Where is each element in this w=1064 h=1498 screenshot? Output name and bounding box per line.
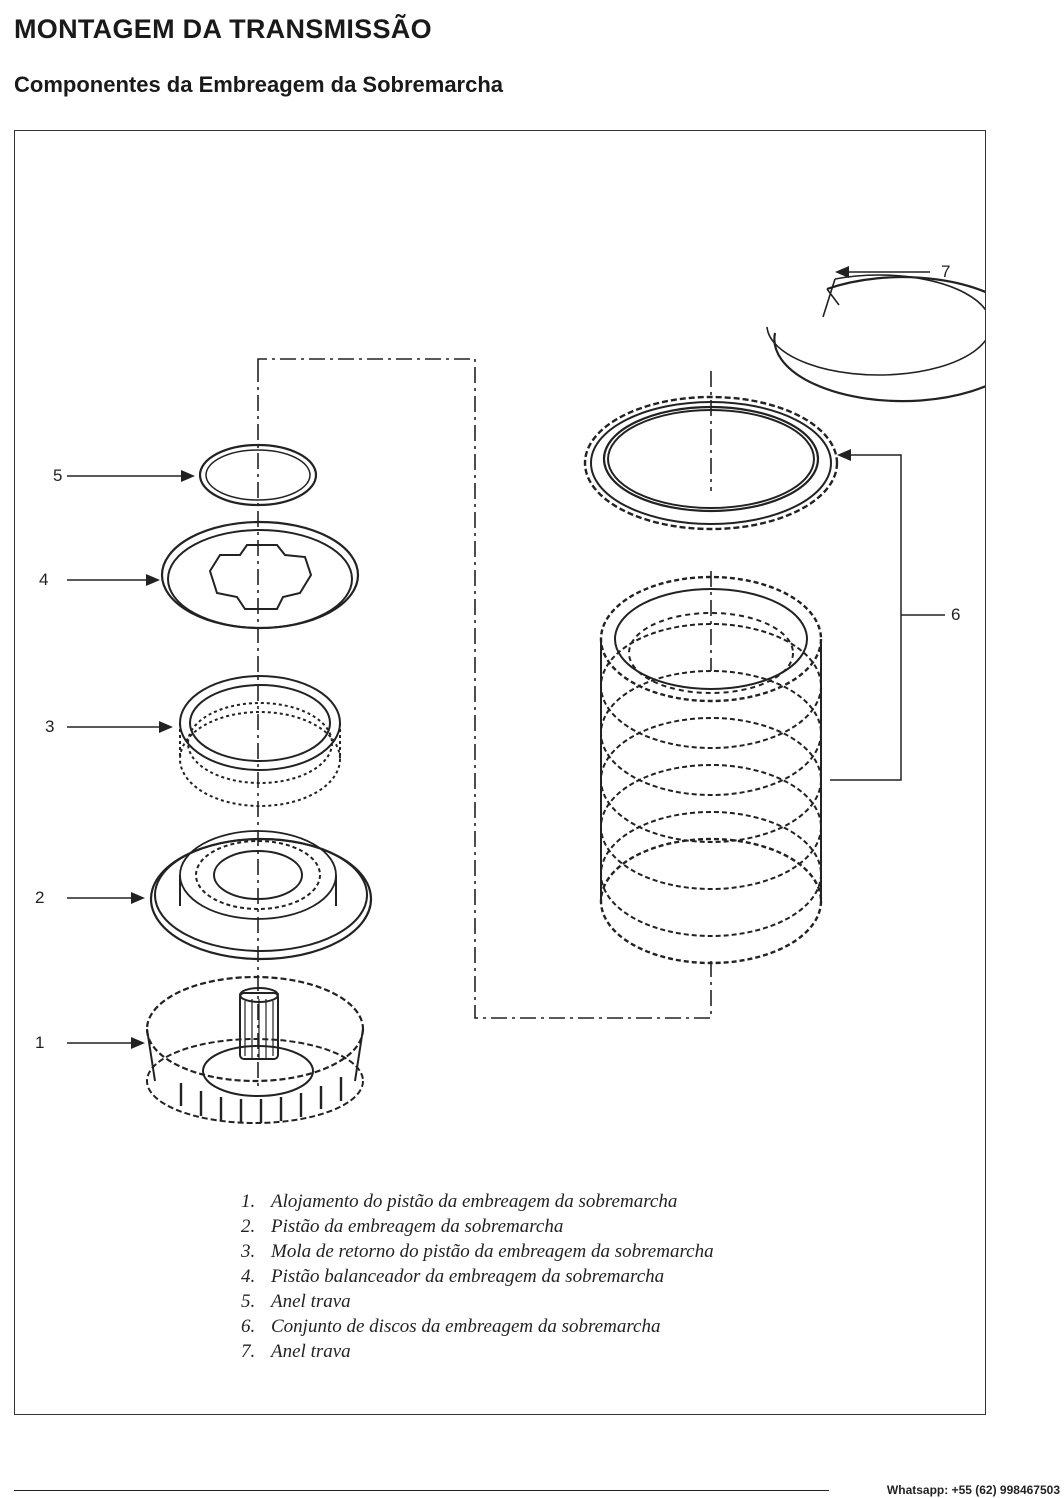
legend-item-number: 3. [241, 1241, 256, 1262]
exploded-view-diagram [67, 266, 985, 1124]
legend-item-text: Conjunto de discos da embreagem da sobre… [271, 1316, 661, 1337]
balance-piston-4 [160, 520, 360, 630]
footer-contact: Whatsapp: +55 (62) 998467503 [886, 1483, 1060, 1497]
legend-item-text: Anel trava [271, 1341, 351, 1362]
callout-3: 3 [45, 717, 55, 736]
section-subtitle: Componentes da Embreagem da Sobremarcha [14, 72, 504, 97]
legend-item: 7. Anel trava [241, 1339, 714, 1364]
callout-1: 1 [35, 1033, 45, 1052]
callout-2: 2 [35, 888, 45, 907]
dash-connector-line [257, 358, 712, 1019]
callout-5: 5 [53, 466, 63, 485]
legend-item: 5. Anel trava [241, 1289, 714, 1314]
leader-lines [67, 271, 945, 1044]
arrow-heads [131, 266, 851, 1049]
callout-7: 7 [941, 262, 951, 281]
legend-item: 1. Alojamento do pistão da embreagem da s… [241, 1189, 714, 1214]
clutch-disc-stack [599, 575, 823, 965]
legend-item-number: 5. [241, 1291, 256, 1312]
legend-item-text: Alojamento do pistão da embreagem da sob… [271, 1191, 678, 1212]
clutch-piston-2 [149, 830, 373, 961]
snap-ring-5 [198, 443, 318, 507]
legend-item-number: 2. [241, 1216, 256, 1237]
legend-item: 4. Pistão balanceador da embreagem da sob… [241, 1264, 714, 1289]
legend-item-number: 6. [241, 1316, 256, 1337]
legend-item: 6. Conjunto de discos da embreagem da sob… [241, 1314, 714, 1339]
legend-item-text: Pistão da embreagem da sobremarcha [271, 1216, 564, 1237]
legend-item-text: Anel trava [271, 1291, 351, 1312]
legend-item-number: 1. [241, 1191, 256, 1212]
callout-6: 6 [951, 605, 961, 624]
parts-legend: 1. Alojamento do pistão da embreagem da s… [241, 1189, 714, 1364]
figure-frame: 1 2 3 4 5 6 7 1. Alojamento do pistão da … [14, 130, 986, 1415]
legend-item-text: Pistão balanceador da embreagem da sobre… [271, 1266, 665, 1287]
piston-housing-1 [145, 975, 365, 1124]
return-spring-3 [179, 675, 341, 807]
snap-ring-7 [766, 274, 985, 403]
legend-item-number: 7. [241, 1341, 256, 1362]
page-title: MONTAGEM DA TRANSMISSÃO [14, 14, 432, 44]
legend-item-number: 4. [241, 1266, 256, 1287]
legend-item: 3. Mola de retorno do pistão da embreagem… [241, 1239, 714, 1264]
callout-4: 4 [39, 570, 49, 589]
clutch-disc-top [583, 395, 839, 531]
legend-item: 2. Pistão da embreagem da sobremarcha [241, 1214, 714, 1239]
footer-divider [14, 1490, 829, 1491]
legend-item-text: Mola de retorno do pistão da embreagem d… [271, 1241, 714, 1262]
